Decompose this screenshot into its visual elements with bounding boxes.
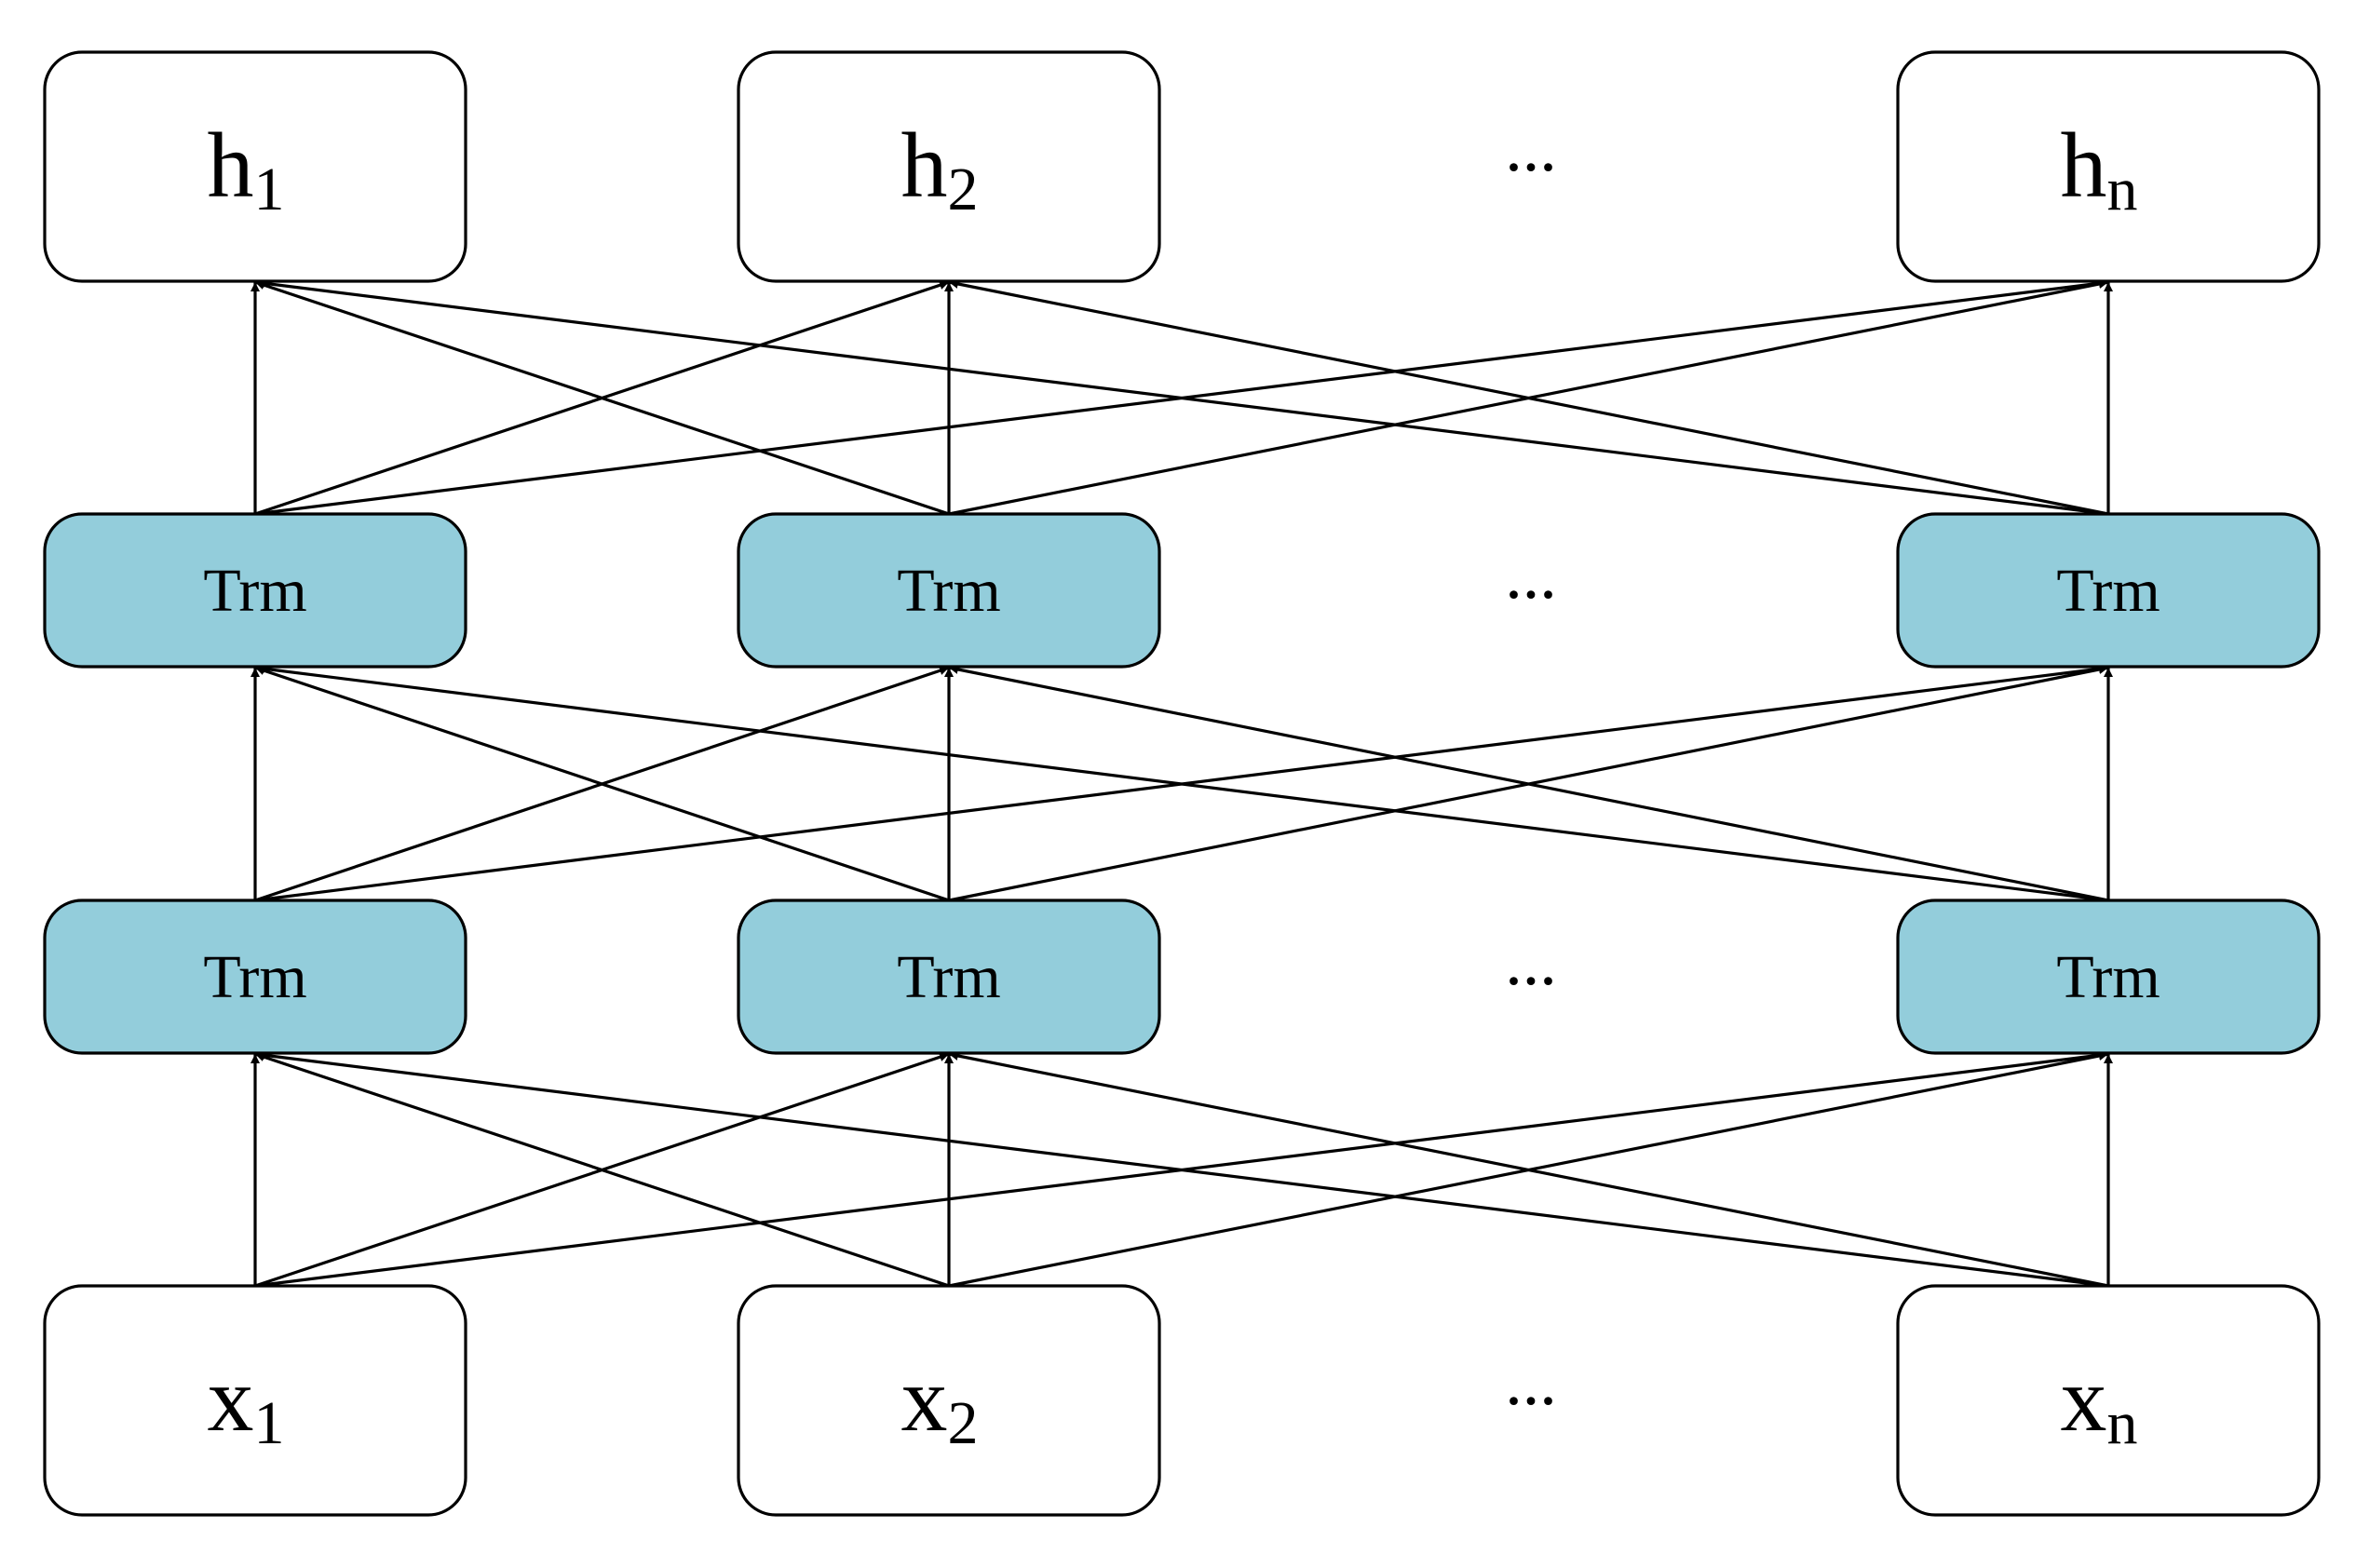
trm-node-trm-layer-1-1: Trm bbox=[43, 899, 467, 1055]
connection-edges bbox=[250, 278, 2113, 1288]
node-box bbox=[1896, 899, 2321, 1055]
trm-label: Trm bbox=[897, 557, 1000, 625]
trm-node-trm-layer-1-3: Trm bbox=[1896, 899, 2321, 1055]
edge-trm-layer-2-3-to-outputs-1 bbox=[254, 278, 2109, 516]
node-box bbox=[43, 899, 467, 1055]
edge-inputs-3-to-trm-layer-1-1 bbox=[254, 1050, 2109, 1288]
input-token-label: xn bbox=[2061, 1347, 2138, 1457]
node-box bbox=[1896, 512, 2321, 669]
io-node-outputs-1: h1 bbox=[43, 50, 467, 283]
trm-label: Trm bbox=[897, 943, 1000, 1011]
trm-node-trm-layer-2-3: Trm bbox=[1896, 512, 2321, 669]
trm-node-trm-layer-2-2: Trm bbox=[737, 512, 1161, 669]
trm-label: Trm bbox=[2056, 943, 2160, 1011]
label-subscript: 1 bbox=[254, 1389, 285, 1457]
node-box bbox=[1896, 1284, 2321, 1517]
ellipsis-trm-layer-1: ... bbox=[1505, 924, 1557, 1000]
hidden-state-label: h1 bbox=[208, 114, 285, 223]
input-token-label: x1 bbox=[208, 1347, 285, 1457]
io-node-outputs-2: h2 bbox=[737, 50, 1161, 283]
node-box bbox=[1896, 50, 2321, 283]
label-subscript: n bbox=[2107, 155, 2138, 223]
label-subscript: 2 bbox=[948, 155, 979, 223]
edge-inputs-3-to-trm-layer-1-2 bbox=[948, 1051, 2109, 1288]
label-subscript: n bbox=[2107, 1389, 2138, 1457]
label-base: x bbox=[901, 1347, 948, 1451]
label-base: h bbox=[2061, 114, 2107, 217]
ellipsis-outputs: ... bbox=[1505, 110, 1557, 186]
label-subscript: 1 bbox=[254, 155, 285, 223]
edge-trm-layer-1-3-to-trm-layer-2-2 bbox=[948, 665, 2109, 902]
label-base: h bbox=[901, 114, 948, 217]
row-trm-layer-2: Trm Trm Trm... bbox=[43, 512, 2321, 669]
node-box bbox=[43, 1284, 467, 1517]
label-subscript: 2 bbox=[948, 1389, 979, 1457]
io-node-inputs-1: x1 bbox=[43, 1284, 467, 1517]
trm-label: Trm bbox=[203, 557, 306, 625]
node-box bbox=[737, 512, 1161, 669]
label-base: x bbox=[2061, 1347, 2107, 1451]
edge-inputs-2-to-trm-layer-1-1 bbox=[254, 1052, 950, 1288]
edge-trm-layer-1-2-to-trm-layer-2-1 bbox=[254, 666, 950, 902]
input-token-label: x2 bbox=[901, 1347, 979, 1457]
label-base: h bbox=[208, 114, 254, 217]
io-node-outputs-3: hn bbox=[1896, 50, 2321, 283]
hidden-state-label: hn bbox=[2061, 114, 2138, 223]
edge-trm-layer-1-3-to-trm-layer-2-1 bbox=[254, 664, 2109, 902]
trm-label: Trm bbox=[2056, 557, 2160, 625]
row-trm-layer-1: Trm Trm Trm... bbox=[43, 899, 2321, 1055]
hidden-state-label: h2 bbox=[901, 114, 979, 223]
node-box bbox=[737, 899, 1161, 1055]
node-box bbox=[737, 1284, 1161, 1517]
trm-node-trm-layer-1-2: Trm bbox=[737, 899, 1161, 1055]
node-box bbox=[43, 50, 467, 283]
trm-label: Trm bbox=[203, 943, 306, 1011]
label-base: x bbox=[208, 1347, 254, 1451]
io-node-inputs-3: xn bbox=[1896, 1284, 2321, 1517]
ellipsis-trm-layer-2: ... bbox=[1505, 537, 1557, 614]
edge-trm-layer-2-2-to-outputs-1 bbox=[254, 280, 950, 516]
io-node-inputs-2: x2 bbox=[737, 1284, 1161, 1517]
ellipsis-inputs: ... bbox=[1505, 1344, 1557, 1420]
node-box bbox=[737, 50, 1161, 283]
node-box bbox=[43, 512, 467, 669]
trm-node-trm-layer-2-1: Trm bbox=[43, 512, 467, 669]
edge-trm-layer-2-3-to-outputs-2 bbox=[948, 279, 2109, 516]
